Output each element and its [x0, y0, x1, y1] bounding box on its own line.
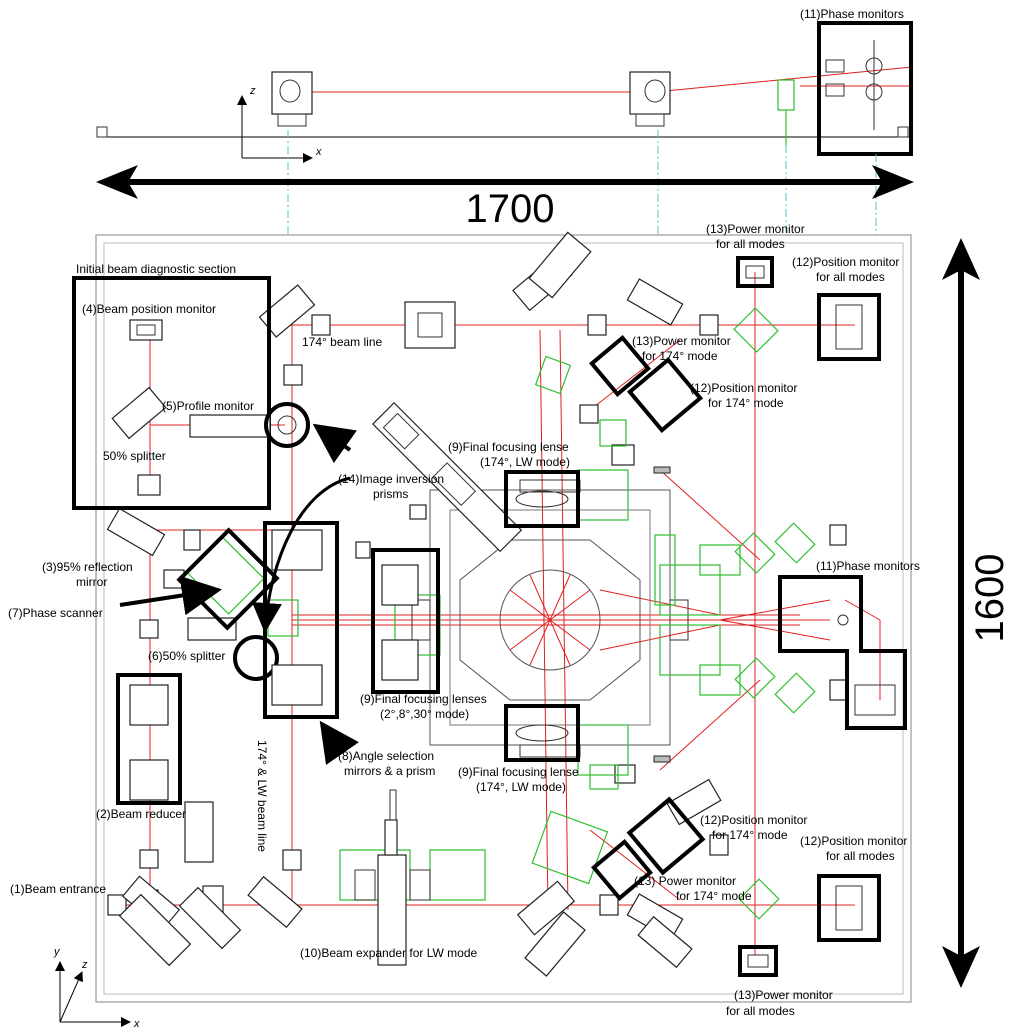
label-position-all-top-1: (12)Position monitor	[792, 255, 899, 269]
side-axis-z-label: z	[249, 85, 256, 97]
plan-axis-z-label: z	[81, 959, 88, 971]
plan-axes	[55, 961, 131, 1027]
label-50-splitter: 50% splitter	[103, 449, 166, 463]
label-ffl-bot-1: (9)Final focusing lense	[458, 765, 579, 779]
label-position-all-top-2: for all modes	[816, 270, 885, 284]
table-outline	[95, 234, 912, 1003]
label-angle-selection-1: (8)Angle selection	[338, 749, 434, 763]
beam-reducer-box	[116, 673, 182, 805]
label-power-all-top-1: (13)Power monitor	[706, 222, 805, 236]
position-monitor-all-top	[817, 293, 881, 361]
label-reflection-2: mirror	[76, 575, 107, 589]
label-position-174-bot-2: for 174° mode	[712, 828, 788, 842]
label-phase-monitors-right: (11)Phase monitors	[816, 559, 920, 573]
height-dimension-arrow	[942, 238, 980, 988]
height-dimension-label: 1600	[968, 554, 1009, 643]
label-phase-scanner: (7)Phase scanner	[8, 606, 103, 620]
laser-beam-paths	[110, 272, 881, 955]
width-dimension-label: 1700	[466, 187, 555, 231]
label-beam-reducer: (2)Beam reducer	[96, 807, 186, 821]
pointer-arrows	[119, 423, 359, 765]
side-mount-right	[629, 71, 671, 127]
initial-beam-diagnostic-box	[72, 276, 271, 510]
diagnostic-arm	[371, 401, 523, 553]
label-power-174-top-1: (13)Power monitor	[632, 334, 731, 348]
label-beam-line-vertical: 174° & LW beam line	[255, 740, 269, 852]
label-power-174-bot-1: (13) Power monitor	[634, 874, 736, 888]
label-image-inversion-2: prisms	[373, 487, 408, 501]
label-image-inversion-1: (14)Image inversion	[338, 472, 444, 486]
mirror-stages	[106, 231, 722, 977]
label-phase-monitors-top: (11)Phase monitors	[800, 7, 904, 21]
annotation-labels: (11)Phase monitors Initial beam diagnost…	[8, 7, 920, 1018]
phase-monitors-box-top	[817, 21, 913, 156]
profile-monitor-circle	[264, 402, 310, 448]
final-focusing-lenses-box	[371, 548, 440, 694]
label-position-174-bot-1: (12)Position monitor	[700, 813, 807, 827]
label-position-174-top-2: for 174° mode	[708, 396, 784, 410]
power-monitor-174-bottom	[591, 839, 653, 901]
power-monitor-all-bottom	[738, 945, 778, 977]
power-monitor-174-top	[589, 335, 651, 397]
position-monitor-all-bottom	[817, 874, 881, 942]
plan-axis-x-label: x	[133, 1018, 140, 1030]
position-monitor-174-bottom	[626, 796, 706, 876]
label-174-beam-line: 174° beam line	[302, 335, 383, 349]
label-power-all-top-2: for all modes	[716, 237, 785, 251]
label-power-all-bot-2: for all modes	[726, 1004, 795, 1018]
label-initial-section: Initial beam diagnostic section	[76, 262, 236, 276]
label-reflection-1: (3)95% reflection	[42, 560, 133, 574]
plan-axis-y-label: y	[53, 946, 61, 958]
label-beam-expander: (10)Beam expander for LW mode	[300, 946, 478, 960]
width-dimension-arrow	[96, 165, 914, 199]
side-green-mount	[777, 79, 795, 145]
label-splitter-6: (6)50% splitter	[148, 649, 225, 663]
phase-monitors-box-right	[778, 575, 907, 730]
profile-monitor-body	[189, 414, 271, 438]
label-profile-monitor: (5)Profile monitor	[162, 399, 254, 413]
label-power-174-bot-2: for 174° mode	[676, 889, 752, 903]
side-axis-x-label: x	[315, 146, 322, 158]
label-position-all-bot-2: for all modes	[826, 849, 895, 863]
side-view: z x	[96, 21, 913, 163]
label-power-174-top-2: for 174° mode	[642, 349, 718, 363]
label-power-all-bot-1: (13)Power monitor	[734, 988, 833, 1002]
power-monitor-all-top	[736, 256, 774, 288]
splitter-6-circle	[233, 635, 279, 681]
label-ffl-mid-1: (9)Final focusing lenses	[360, 692, 487, 706]
label-ffl-top-1: (9)Final focusing lense	[448, 440, 569, 454]
label-ffl-mid-2: (2°,8°,30° mode)	[380, 707, 469, 721]
label-position-174-top-1: (12)Position monitor	[690, 381, 797, 395]
label-angle-selection-2: mirrors & a prism	[344, 764, 435, 778]
plan-view: y z x	[53, 231, 912, 1030]
ffl-bottom-box	[504, 704, 580, 762]
beam-expander	[354, 789, 431, 966]
label-ffl-bot-2: (174°, LW mode)	[476, 780, 566, 794]
label-position-all-bot-1: (12)Position monitor	[800, 834, 907, 848]
label-ffl-top-2: (174°, LW mode)	[480, 455, 570, 469]
phase-monitor-optics-top	[825, 40, 883, 130]
ffl-top-box	[504, 470, 580, 528]
position-monitor-174-top	[626, 356, 704, 434]
label-beam-entrance: (1)Beam entrance	[10, 882, 106, 896]
label-beam-position-monitor: (4)Beam position monitor	[82, 302, 216, 316]
side-mount-left	[271, 71, 313, 127]
side-axes	[237, 95, 313, 163]
